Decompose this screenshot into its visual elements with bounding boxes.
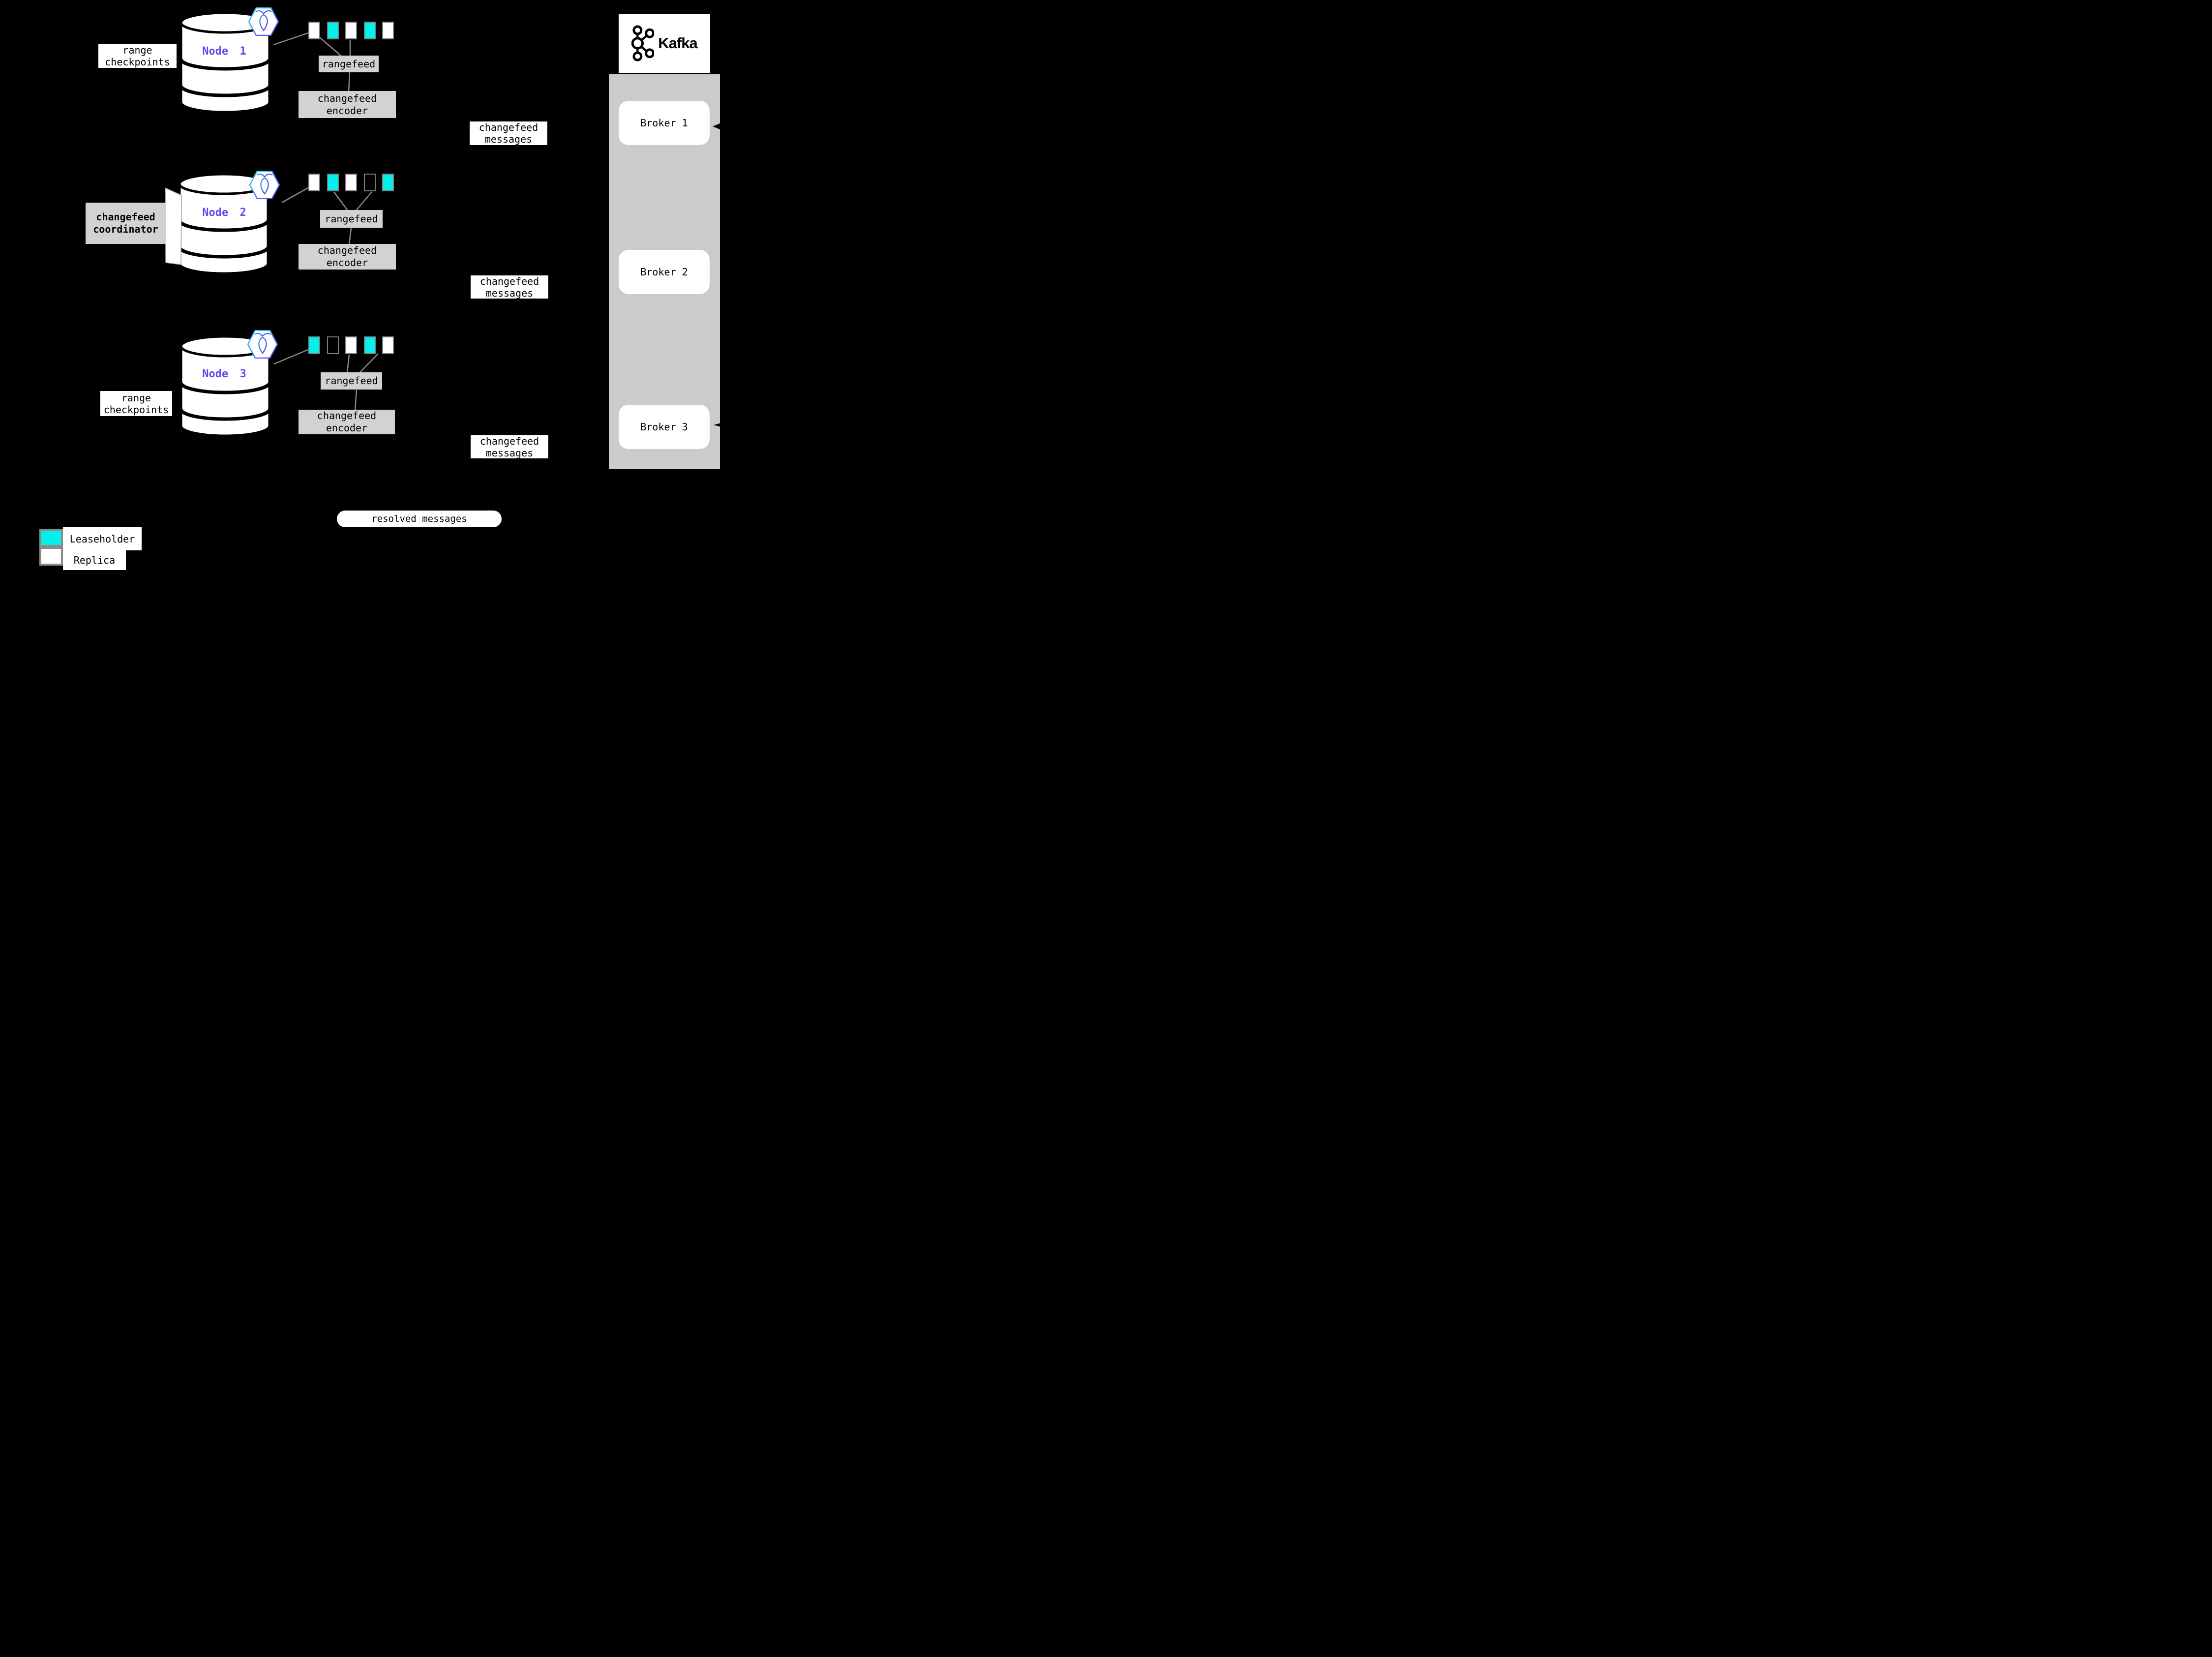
changefeed-encoder-text: changefeed encoder [317,410,377,434]
resolved-messages-text: resolved messages [371,513,467,524]
node2-changefeed-encoder-box: changefeed encoder [299,244,396,270]
legend-replica-label: Replica [63,550,126,570]
coordinator-flag-shape [165,187,182,265]
range-checkpoints-text: range checkpoints [103,392,169,416]
legend-leaseholder-swatch [39,529,63,547]
arrowhead-into-broker-3 [714,422,723,427]
changefeed-encoder-text: changefeed encoder [317,244,377,269]
legend-leaseholder-label: Leaseholder [63,527,142,550]
range-square [382,174,394,191]
range-square [363,174,376,191]
node1-rangefeed-box: rangefeed [319,56,379,72]
broker-3: Broker 3 [619,405,710,449]
changefeed-messages-label-3: changefeed messages [471,435,548,458]
node2-label: Node 2 [202,207,246,219]
range-square [363,336,376,354]
changefeed-messages-text: changefeed messages [479,275,539,299]
range-square [327,22,339,39]
range-square [308,336,320,354]
node3-changefeed-encoder-box: changefeed encoder [299,410,395,434]
changefeed-messages-label-1: changefeed messages [470,121,547,145]
legend-label-text: Replica [73,554,116,566]
changefeed-messages-text: changefeed messages [479,435,539,458]
range-square [327,336,339,354]
node3-rangefeed-box: rangefeed [321,372,382,390]
range-checkpoints-text: range checkpoints [105,44,170,68]
broker-1: Broker 1 [619,101,710,145]
node2-rangefeed-box: rangefeed [320,210,383,228]
range-square [382,336,394,354]
node1-cylinder [179,11,271,114]
cockroachdb-logo-icon [249,171,280,199]
range-square [363,22,376,39]
range-square [345,336,358,354]
node3-range-squares [308,336,394,354]
arrowhead-into-broker-1 [713,122,723,131]
changefeed-coordinator-label: changefeed coordinator [86,203,166,244]
changefeed-messages-text: changefeed messages [478,121,538,145]
range-square [345,22,358,39]
kafka-wordmark: Kafka [658,34,697,52]
broker-2: Broker 2 [619,250,710,294]
range-checkpoints-label-node1: range checkpoints [98,44,177,68]
range-square [308,22,320,39]
range-square [327,174,339,191]
range-square [345,174,358,191]
cockroachdb-logo-icon [248,7,279,36]
node1-label: Node 1 [202,45,246,58]
broker-label: Broker 1 [640,117,688,129]
range-square [382,22,394,39]
node1-range-squares [308,22,394,39]
changefeed-architecture-diagram: range checkpoints changefeed coordinator… [0,0,771,577]
node3-label: Node 3 [202,368,246,380]
changefeed-coordinator-text: changefeed coordinator [93,211,158,235]
rangefeed-text: rangefeed [322,58,376,70]
connector-lines [273,32,379,411]
rangefeed-text: rangefeed [325,375,378,387]
node2-range-squares [308,174,394,191]
broker-label: Broker 3 [640,421,688,433]
broker-label: Broker 2 [640,266,688,278]
changefeed-messages-label-2: changefeed messages [471,275,548,299]
kafka-logo-icon [631,25,655,61]
resolved-messages-label: resolved messages [337,511,502,527]
rangefeed-text: rangefeed [325,212,378,225]
legend-replica-swatch [39,547,63,566]
node1-changefeed-encoder-box: changefeed encoder [299,91,396,118]
legend-label-text: Leaseholder [69,533,135,545]
range-square [308,174,320,191]
kafka-logo-box: Kafka [619,14,710,73]
changefeed-encoder-text: changefeed encoder [317,92,377,117]
node3-cylinder [179,335,271,437]
range-checkpoints-label-node3: range checkpoints [100,391,172,416]
cockroachdb-logo-icon [247,330,278,359]
